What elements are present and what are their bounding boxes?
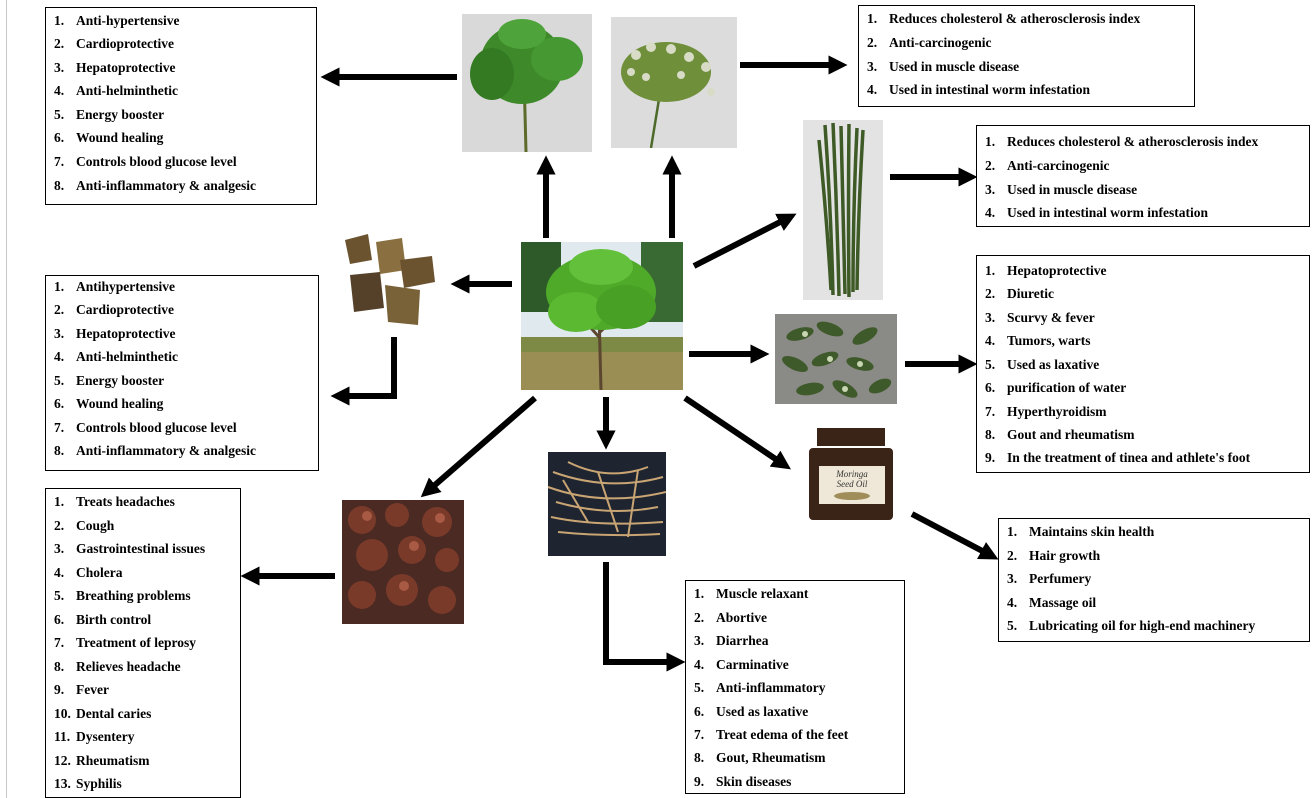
list-item: 5.Lubricating oil for high-end machinery xyxy=(1007,618,1256,633)
list-item: 9.Fever xyxy=(54,682,109,697)
arrow-tree-to-oil xyxy=(683,395,791,470)
list-item: 6.Birth control xyxy=(54,612,152,627)
list-item: 2.Abortive xyxy=(694,610,767,625)
list-item: 8.Anti-inflammatory & analgesic xyxy=(54,178,256,193)
list-item: 2.Anti-carcinogenic xyxy=(867,35,992,50)
list-item: 3.Used in muscle disease xyxy=(985,182,1138,197)
page-left-rule xyxy=(6,0,7,798)
list-item: 4.Carminative xyxy=(694,657,789,672)
list-item: 4.Used in intestinal worm infestation xyxy=(867,82,1091,97)
list-item: 6.Wound healing xyxy=(54,396,164,411)
list-item: 6.purification of water xyxy=(985,380,1127,395)
list-item: 3.Diarrhea xyxy=(694,633,769,648)
list-item: 3.Scurvy & fever xyxy=(985,310,1095,325)
list-item: 1.Antihypertensive xyxy=(54,279,175,294)
flowers-uses-box: 1.Reduces cholesterol & atherosclerosis … xyxy=(858,5,1195,107)
list-item: 11.Dysentery xyxy=(54,729,135,744)
list-item: 6.Wound healing xyxy=(54,130,164,145)
list-item: 5.Anti-inflammatory xyxy=(694,680,826,695)
list-item: 3.Gastrointestinal issues xyxy=(54,541,206,556)
arrow-tree-to-gum xyxy=(420,395,537,498)
pods-uses-box: 1.Reduces cholesterol & atherosclerosis … xyxy=(976,125,1310,227)
list-item: 4.Used in intestinal worm infestation xyxy=(985,205,1209,220)
list-item: 8.Gout and rheumatism xyxy=(985,427,1135,442)
list-item: 7.Controls blood glucose level xyxy=(54,420,237,435)
leaves-image xyxy=(462,14,592,152)
list-item: 2.Anti-carcinogenic xyxy=(985,158,1110,173)
list-item: 13.Syphilis xyxy=(54,776,122,791)
list-item: 6.Used as laxative xyxy=(694,704,809,719)
list-item: 4.Anti-helminthetic xyxy=(54,83,178,98)
list-item: 2.Cough xyxy=(54,518,115,533)
seeds-image xyxy=(775,314,897,404)
arrow-tree-to-pods xyxy=(692,213,797,269)
bottle-label-line2: Seed Oil xyxy=(837,479,868,489)
list-item: 7.Controls blood glucose level xyxy=(54,154,237,169)
list-item: 4.Massage oil xyxy=(1007,595,1097,610)
list-item: 1.Reduces cholesterol & atherosclerosis … xyxy=(867,11,1141,26)
arrow-roots-to-box xyxy=(603,562,686,672)
list-item: 3.Perfumery xyxy=(1007,571,1092,586)
list-item: 1.Muscle relaxant xyxy=(694,586,809,601)
list-item: 1.Reduces cholesterol & atherosclerosis … xyxy=(985,134,1259,149)
list-item: 12.Rheumatism xyxy=(54,753,150,768)
seeds-uses-box: 1.Hepatoprotective 2.Diuretic 3.Scurvy &… xyxy=(976,255,1310,473)
list-item: 3.Used in muscle disease xyxy=(867,59,1020,74)
roots-uses-box: 1.Muscle relaxant 2.Abortive 3.Diarrhea … xyxy=(685,580,905,794)
list-item: 2.Diuretic xyxy=(985,286,1054,301)
list-item: 2.Cardioprotective xyxy=(54,36,174,51)
gum-image xyxy=(342,500,464,624)
seed-oil-uses-box: 1.Maintains skin health 2.Hair growth 3.… xyxy=(998,518,1310,642)
gum-uses-box: 1.Treats headaches 2.Cough 3.Gastrointes… xyxy=(45,488,241,798)
list-item: 7.Treatment of leprosy xyxy=(54,635,196,650)
bottle-label-line1: Moringa xyxy=(835,469,868,479)
list-item: 4.Tumors, warts xyxy=(985,333,1091,348)
list-item: 9.Skin diseases xyxy=(694,774,792,789)
flowers-image xyxy=(611,17,737,148)
list-item: 3.Hepatoprotective xyxy=(54,326,176,341)
list-item: 9.In the treatment of tinea and athlete'… xyxy=(985,450,1251,465)
list-item: 5.Energy booster xyxy=(54,373,165,388)
list-item: 2.Hair growth xyxy=(1007,548,1101,563)
list-item: 5.Energy booster xyxy=(54,107,165,122)
list-item: 10.Dental caries xyxy=(54,706,152,721)
list-item: 5.Used as laxative xyxy=(985,357,1100,372)
list-item: 7.Hyperthyroidism xyxy=(985,404,1107,419)
pods-image xyxy=(803,120,883,300)
seed-oil-bottle-image: Moringa Seed Oil xyxy=(805,428,897,520)
list-item: 1.Maintains skin health xyxy=(1007,524,1155,539)
list-item: 2.Cardioprotective xyxy=(54,302,174,317)
list-item: 8.Gout, Rheumatism xyxy=(694,750,826,765)
list-item: 7.Treat edema of the feet xyxy=(694,727,849,742)
list-item: 3.Hepatoprotective xyxy=(54,60,176,75)
list-item: 8.Relieves headache xyxy=(54,659,181,674)
roots-image xyxy=(548,452,666,556)
list-item: 8.Anti-inflammatory & analgesic xyxy=(54,443,256,458)
arrow-bark-to-box xyxy=(330,337,397,406)
list-item: 1.Treats headaches xyxy=(54,494,175,509)
list-item: 1.Hepatoprotective xyxy=(985,263,1107,278)
list-item: 1.Anti-hypertensive xyxy=(54,13,180,28)
leaves-uses-box: 1.Anti-hypertensive 2.Cardioprotective 3… xyxy=(45,7,317,205)
list-item: 4.Anti-helminthetic xyxy=(54,349,178,364)
bark-image xyxy=(340,230,438,330)
list-item: 5.Breathing problems xyxy=(54,588,191,603)
bark-uses-box: 1.Antihypertensive 2.Cardioprotective 3.… xyxy=(45,275,319,471)
list-item: 4.Cholera xyxy=(54,565,123,580)
tree-image xyxy=(521,242,683,390)
arrow-oil-to-box xyxy=(910,511,999,560)
